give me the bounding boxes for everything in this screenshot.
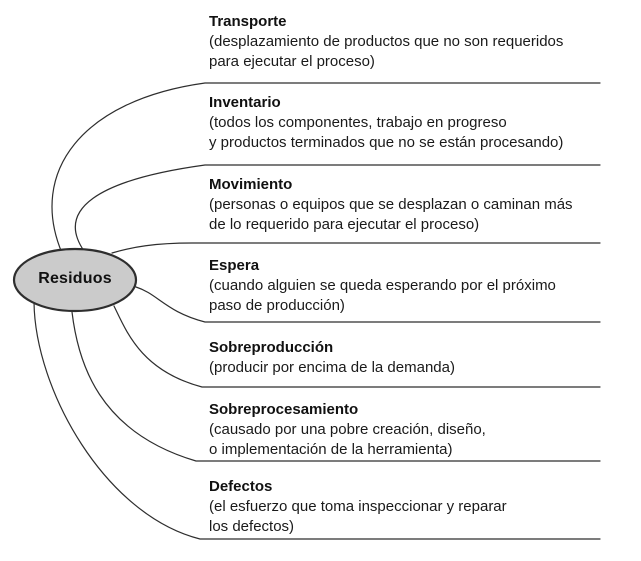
branch-title: Defectos: [209, 478, 273, 495]
center-node-ellipse: [12, 247, 138, 313]
branch-title: Inventario: [209, 94, 281, 111]
branch-desc-line: paso de producción): [209, 297, 345, 314]
branch-curve-movimiento: [111, 242, 601, 254]
branch-title: Sobreprocesamiento: [209, 401, 359, 418]
branch-desc-line: (cuando alguien se queda esperando por e…: [209, 277, 556, 294]
branch-desc-line: (desplazamiento de productos que no son …: [209, 33, 564, 50]
branch-curve-sobreprocesamiento: [71, 311, 601, 462]
branch-desc-line: (el esfuerzo que toma inspeccionar y rep…: [209, 498, 507, 515]
branch-desc-line: (todos los componentes, trabajo en progr…: [209, 114, 507, 131]
branch-desc-line: para ejecutar el proceso): [209, 53, 375, 70]
branch-item-sobreproduccion: Sobreproducción (producir por encima de …: [209, 338, 619, 378]
branch-curve-sobreproduccion: [113, 305, 601, 388]
branch-title: Movimiento: [209, 176, 293, 193]
branch-curve-transporte: [51, 82, 601, 254]
branch-item-transporte: Transporte (desplazamiento de productos …: [209, 12, 619, 72]
branch-curve-espera: [135, 286, 601, 323]
branch-desc-line: o implementación de la herramienta): [209, 441, 453, 458]
center-node-label: Residuos: [38, 270, 112, 287]
branch-desc-line: los defectos): [209, 518, 295, 535]
branch-title: Espera: [209, 257, 260, 274]
branch-desc-line: y productos terminados que no se están p…: [209, 134, 564, 151]
branch-desc-line: (causado por una pobre creación, diseño,: [209, 421, 486, 438]
branch-item-movimiento: Movimiento (personas o equipos que se de…: [209, 175, 619, 235]
branch-item-sobreprocesamiento: Sobreprocesamiento (causado por una pobr…: [209, 400, 619, 460]
branch-desc-line: de lo requerido para ejecutar el proceso…: [209, 216, 480, 233]
branch-item-defectos: Defectos (el esfuerzo que toma inspeccio…: [209, 477, 619, 537]
branch-curve-inventario: [74, 164, 601, 252]
branch-title: Transporte: [209, 13, 287, 30]
branch-item-inventario: Inventario (todos los componentes, traba…: [209, 93, 619, 153]
branch-title: Sobreproducción: [209, 339, 334, 356]
branch-desc-line: (producir por encima de la demanda): [209, 359, 455, 376]
branch-curve-defectos: [33, 301, 601, 540]
branch-item-espera: Espera (cuando alguien se queda esperand…: [209, 256, 619, 316]
branch-desc-line: (personas o equipos que se desplazan o c…: [209, 196, 573, 213]
